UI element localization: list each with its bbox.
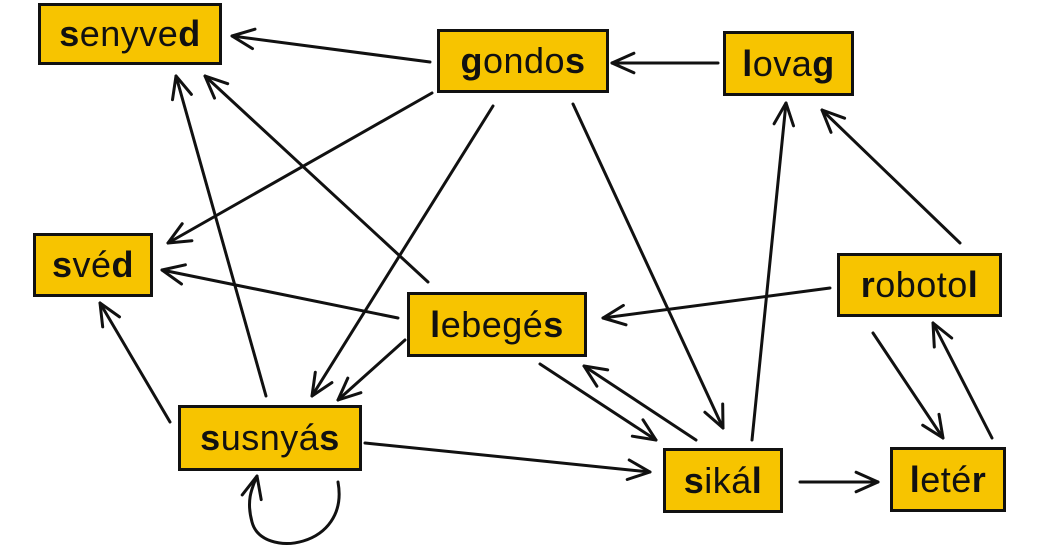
edge-line [166, 91, 434, 245]
edge-line [750, 101, 788, 442]
node-label: lovag [742, 42, 835, 84]
node-label: susnyás [200, 417, 340, 458]
edge-lebeges-to-senyved [203, 74, 430, 284]
edge-susnyas-to-sikal [363, 441, 652, 481]
edge-line [931, 321, 994, 440]
arrowhead [931, 321, 954, 349]
edge-line [871, 331, 945, 440]
node-label: robotol [860, 264, 979, 305]
edge-line [160, 268, 400, 320]
node-label: letér [909, 458, 987, 500]
arrowhead [166, 222, 194, 245]
arrowhead [582, 364, 610, 388]
arrowhead [160, 263, 187, 286]
edge-line [820, 108, 962, 245]
arrowhead [610, 51, 636, 75]
edge-gondos-to-susnyas [310, 104, 495, 398]
node-gondos: gondos [437, 29, 609, 93]
arrowhead [601, 303, 628, 327]
node-lebeges: lebegés [407, 292, 587, 357]
arrowhead [625, 458, 652, 481]
edge-gondos-to-senyved [230, 27, 432, 64]
edge-sikal-to-lovag [750, 101, 795, 442]
node-senyved: senyved [38, 3, 222, 65]
node-susnyas: susnyás [178, 405, 362, 471]
edge-line [230, 34, 432, 64]
arrowhead [630, 418, 658, 442]
arrowhead [820, 108, 847, 134]
arrowhead [921, 412, 945, 440]
edge-susnyas-to-senyved [171, 74, 268, 398]
edge-lebeges-to-sikal [538, 362, 658, 442]
edge-line [571, 102, 725, 430]
node-label: senyved [59, 13, 201, 54]
node-label: svéd [51, 244, 135, 285]
arrowhead [310, 370, 334, 398]
edge-line [203, 74, 430, 284]
node-sved: svéd [33, 233, 153, 297]
edge-sikal-to-lebeges [582, 364, 698, 442]
node-label: gondos [460, 40, 586, 81]
arrowhead [240, 474, 263, 502]
arrowhead [171, 74, 193, 102]
edge-line [248, 474, 341, 545]
arrowhead [854, 470, 880, 494]
node-sikal: sikál [663, 448, 783, 513]
edge-robotol-to-lebeges [601, 286, 832, 327]
edge-line [601, 286, 832, 320]
edge-line [336, 338, 407, 402]
arrowhead [230, 27, 257, 51]
edge-leter-to-robotol [931, 321, 994, 440]
node-robotol: robotol [837, 253, 1002, 317]
edge-lebeges-to-sved [160, 263, 400, 320]
edge-line [538, 362, 658, 442]
arrowhead [98, 301, 121, 329]
arrowhead [336, 376, 363, 402]
edge-robotol-to-leter [871, 331, 945, 440]
edge-robotol-to-lovag [820, 108, 962, 245]
edge-line [174, 74, 268, 398]
arrowhead [772, 101, 795, 128]
edge-gondos-to-sved [166, 91, 434, 245]
arrowhead [203, 74, 230, 100]
edge-line [310, 104, 495, 398]
edge-lebeges-to-susnyas [336, 338, 407, 402]
edge-line [363, 441, 652, 474]
edge-lovag-to-gondos [610, 51, 720, 75]
node-leter: letér [890, 447, 1006, 512]
arrowhead [703, 402, 725, 430]
edge-susnyas-to-susnyas [240, 474, 341, 545]
node-label: sikál [683, 459, 763, 501]
edge-gondos-to-sikal [571, 102, 725, 430]
edge-susnyas-to-sved [98, 301, 172, 424]
edge-sikal-to-leter [798, 470, 880, 494]
edge-line [98, 301, 172, 424]
node-label: lebegés [430, 303, 564, 345]
node-lovag: lovag [723, 31, 854, 96]
edge-line [582, 364, 698, 442]
